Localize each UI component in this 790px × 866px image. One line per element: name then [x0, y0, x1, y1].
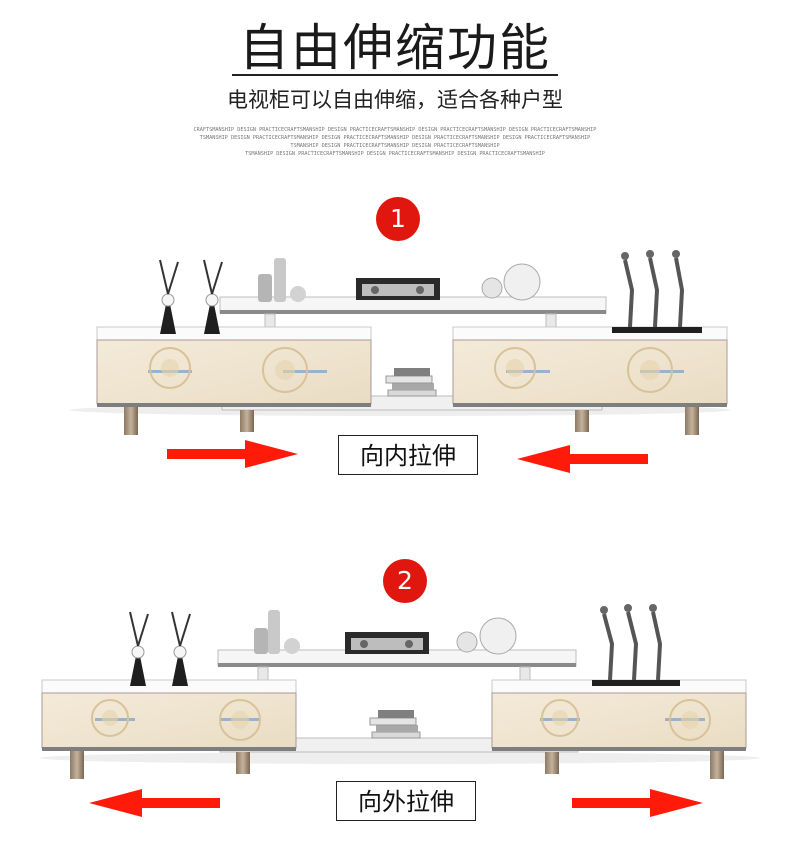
fine-line: TSMANSHIP DESIGN PRACTICECRAFTSMANSHIP D…	[290, 143, 500, 149]
step-2-badge: 2	[383, 559, 427, 603]
title-underline	[232, 74, 558, 76]
step-2-label: 向外拉伸	[336, 781, 476, 821]
arrow-inward-left-icon	[517, 445, 648, 473]
page-title: 自由伸缩功能	[239, 19, 551, 77]
step-1-badge: 1	[376, 197, 420, 241]
fine-line: TSMANSHIP DESIGN PRACTICECRAFTSMANSHIP D…	[245, 151, 545, 157]
tv-cabinet-retracted-image	[70, 250, 730, 473]
fine-line: TSMANSHIP DESIGN PRACTICECRAFTSMANSHIP D…	[199, 135, 591, 141]
decorative-fine-text: CRAFTSMANSHIP DESIGN PRACTICECRAFTSMANSH…	[150, 126, 640, 158]
arrow-inward-right-icon	[167, 440, 298, 468]
page-subtitle: 电视柜可以自由伸缩，适合各种户型	[227, 88, 563, 112]
fine-line: CRAFTSMANSHIP DESIGN PRACTICECRAFTSMANSH…	[193, 127, 597, 133]
arrow-outward-right-icon	[572, 789, 703, 817]
arrow-outward-left-icon	[89, 789, 220, 817]
tv-cabinet-extended-image	[40, 604, 760, 817]
step-1-label: 向内拉伸	[338, 435, 478, 475]
